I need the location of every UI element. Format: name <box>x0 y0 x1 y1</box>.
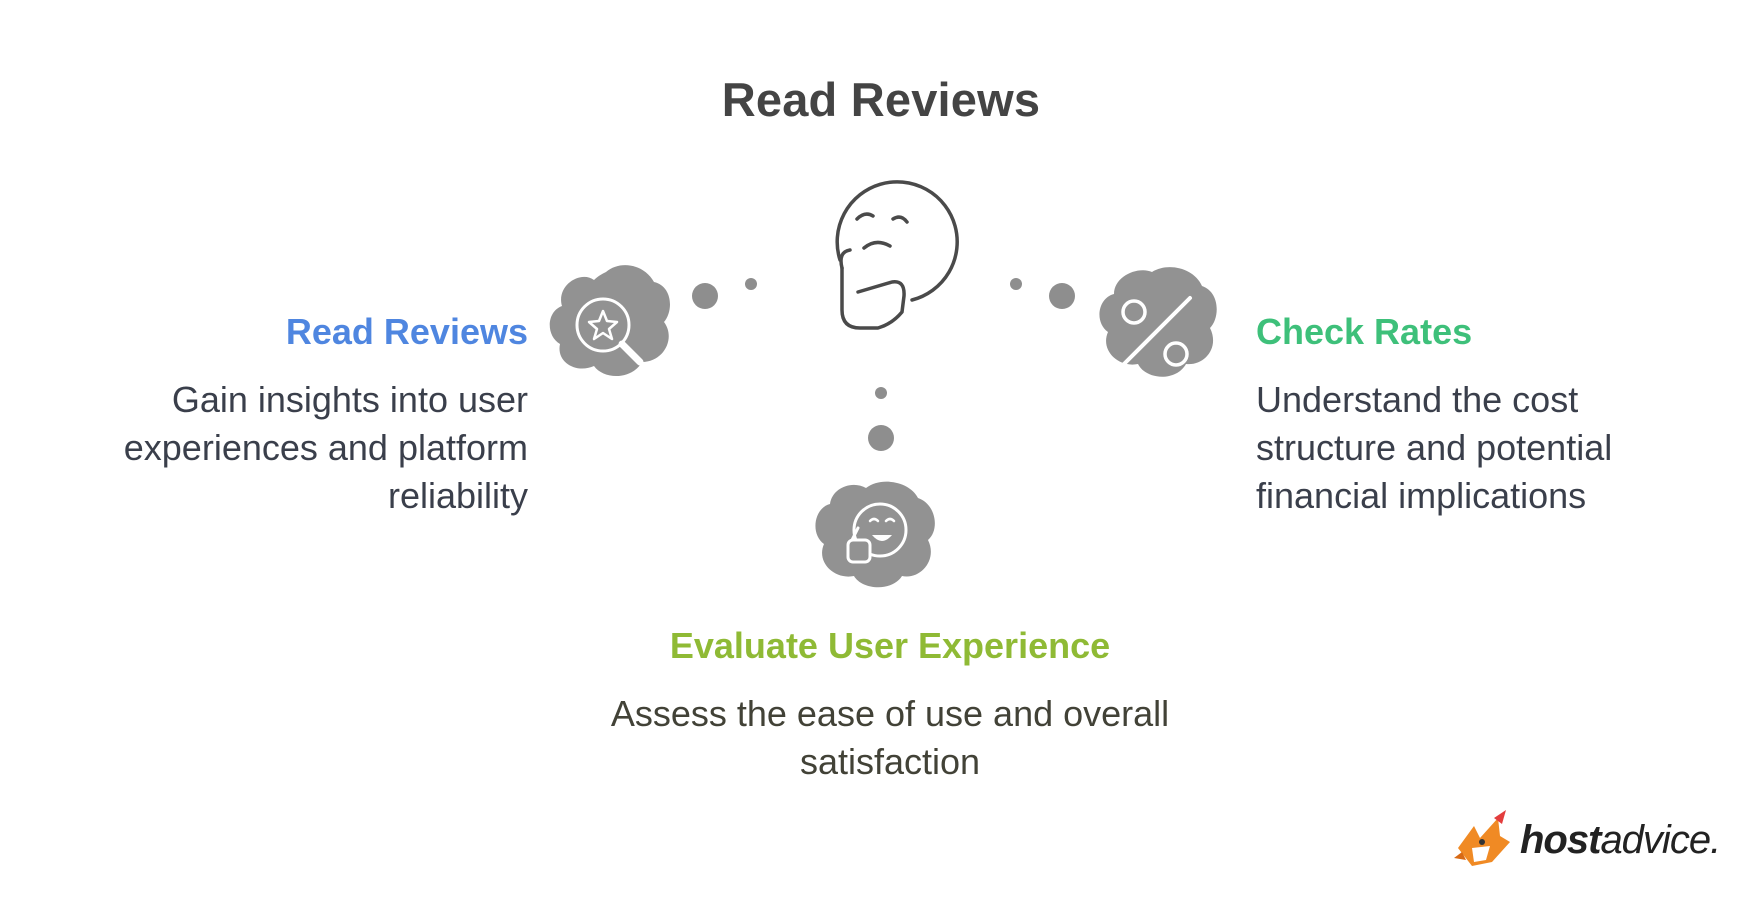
item-evaluate-user-experience: Evaluate User Experience Assess the ease… <box>560 624 1220 786</box>
logo-bold-text: host <box>1520 818 1601 862</box>
item-heading: Read Reviews <box>285 311 528 352</box>
percent-icon <box>1099 267 1217 377</box>
item-description: Gain insights into user experiences and … <box>123 379 528 516</box>
thinking-face-icon <box>835 180 959 330</box>
logo-regular-text: advice. <box>1600 818 1721 862</box>
connector-dot <box>692 283 718 309</box>
diagram-title: Read Reviews <box>721 73 1041 126</box>
connector-dot <box>868 425 894 451</box>
star-search-icon <box>549 265 670 377</box>
item-heading: Check Rates <box>1256 311 1473 352</box>
fox-mascot-icon <box>1454 810 1510 866</box>
connector-dot <box>875 387 887 399</box>
item-read-reviews: Read Reviews Gain insights into user exp… <box>40 310 528 520</box>
item-description: Understand the cost structure and potent… <box>1256 379 1613 516</box>
thumbs-up-smile-icon <box>815 481 935 588</box>
logo-wordmark: hostadvice. <box>1520 818 1721 863</box>
connector-dot <box>1049 283 1075 309</box>
hostadvice-logo: hostadvice. <box>1450 808 1730 880</box>
item-heading: Evaluate User Experience <box>669 625 1111 666</box>
item-check-rates: Check Rates Understand the cost structur… <box>1256 310 1726 520</box>
connector-dot <box>745 278 757 290</box>
connector-dot <box>1010 278 1022 290</box>
item-description: Assess the ease of use and overall satis… <box>610 693 1170 782</box>
